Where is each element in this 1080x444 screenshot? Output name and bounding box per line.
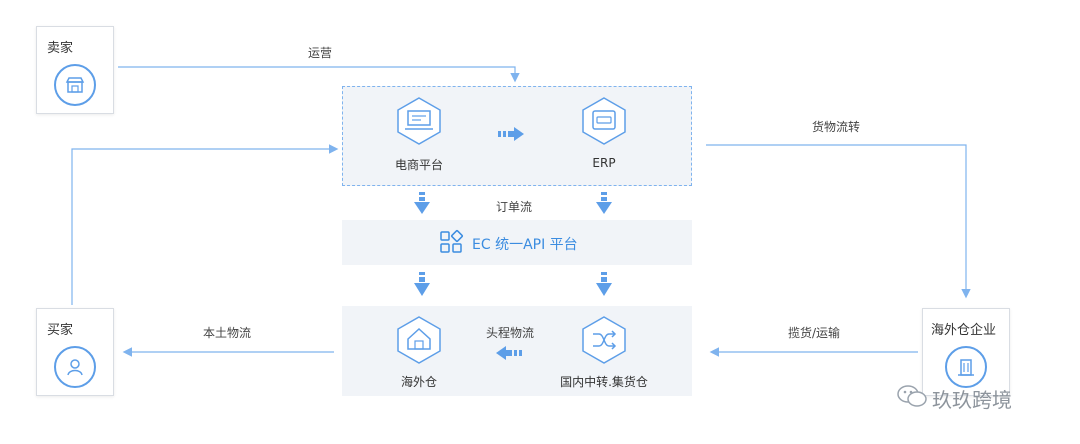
grid-icon	[440, 230, 463, 253]
watermark-text: 玖玖跨境	[932, 388, 1012, 412]
down-arrow-icon	[596, 192, 612, 214]
shuffle-icon	[582, 316, 626, 364]
api-platform-panel	[342, 220, 692, 265]
overseas-company-label: 海外仓企业	[931, 323, 997, 338]
order-flow-label: 订单流	[496, 200, 533, 214]
buyer-label: 买家	[47, 323, 74, 338]
seller-card: 卖家	[36, 26, 114, 114]
ecommerce-icon	[397, 97, 441, 145]
overseas-warehouse-label: 海外仓	[400, 375, 437, 389]
seller-label: 卖家	[47, 41, 74, 56]
right-arrow-icon	[498, 127, 524, 141]
erp-label: ERP	[592, 156, 616, 170]
pickup-transport-label: 揽货/运输	[788, 326, 841, 340]
edge-buyer-feedback	[71, 144, 339, 305]
left-arrow-icon	[496, 346, 522, 360]
warehouse-icon	[397, 316, 441, 364]
api-platform-label: EC 统一API 平台	[472, 237, 578, 253]
edge-operate	[118, 66, 520, 83]
local-logistics-label: 本土物流	[203, 326, 252, 340]
buyer-card: 买家	[36, 308, 114, 396]
overseas-company-card: 海外仓企业	[922, 308, 1010, 396]
down-arrow-icon	[596, 272, 612, 296]
down-arrow-icon	[414, 272, 430, 296]
down-arrow-icon	[414, 192, 430, 214]
wechat-icon	[897, 385, 927, 407]
building-icon	[945, 346, 987, 388]
first-leg-label: 头程物流	[486, 326, 535, 340]
edge-goods-flow	[706, 144, 971, 299]
erp-icon	[582, 97, 626, 145]
operate-label: 运营	[308, 46, 333, 60]
store-icon	[54, 64, 96, 106]
ecommerce-label: 电商平台	[394, 158, 443, 172]
user-icon	[54, 346, 96, 388]
domestic-hub-label: 国内中转.集货仓	[560, 375, 648, 389]
goods-flow-label: 货物流转	[812, 120, 861, 134]
